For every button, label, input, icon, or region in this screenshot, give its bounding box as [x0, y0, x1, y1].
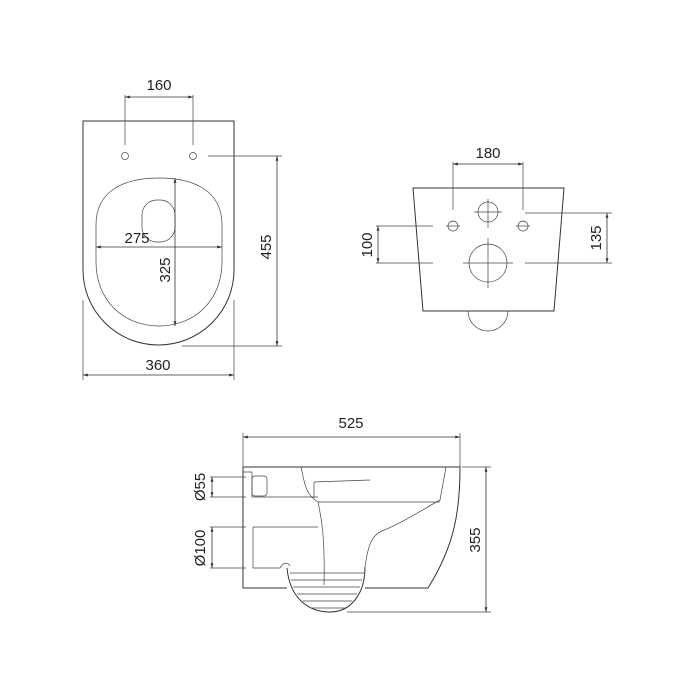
- dim-hole-spacing: 160: [146, 77, 171, 94]
- dim-vertical-offset-left: 100: [359, 232, 376, 257]
- dim-overall-length: 455: [258, 234, 275, 259]
- rim-channel: [300, 466, 440, 503]
- bowl-interior: [364, 466, 447, 568]
- flush-channel: [313, 479, 371, 498]
- side-view: 525 355 Ø55 Ø100: [192, 415, 491, 613]
- dim-vertical-offset-right: 135: [588, 225, 605, 250]
- seat-fixing-hole: [189, 152, 197, 160]
- trap-wall: [317, 501, 325, 586]
- dim-seat-length: 325: [157, 257, 174, 282]
- dim-overall-width: 360: [145, 357, 170, 374]
- bowl-opening: [95, 177, 223, 327]
- outlet-spigot: [467, 310, 509, 332]
- inlet-pipe: [251, 475, 268, 497]
- top-view: 160 275 325 455 360: [82, 77, 282, 380]
- side-outline: [242, 466, 461, 589]
- trap-hatching: [290, 572, 364, 609]
- dim-seat-width: 275: [124, 230, 149, 247]
- dim-inlet-diameter: Ø55: [192, 473, 209, 501]
- seat-fixing-hole: [121, 152, 129, 160]
- dim-outlet-diameter: Ø100: [192, 530, 209, 567]
- bowl-outline: [82, 120, 235, 346]
- trap-bottom: [286, 566, 366, 613]
- dim-overall-depth: 525: [338, 415, 363, 432]
- dim-fixing-spacing: 180: [475, 145, 500, 162]
- rear-view: 180 100 135: [359, 145, 612, 332]
- outlet-pipe: [252, 526, 318, 569]
- rear-outline: [412, 187, 565, 312]
- dim-overall-height: 355: [467, 527, 484, 552]
